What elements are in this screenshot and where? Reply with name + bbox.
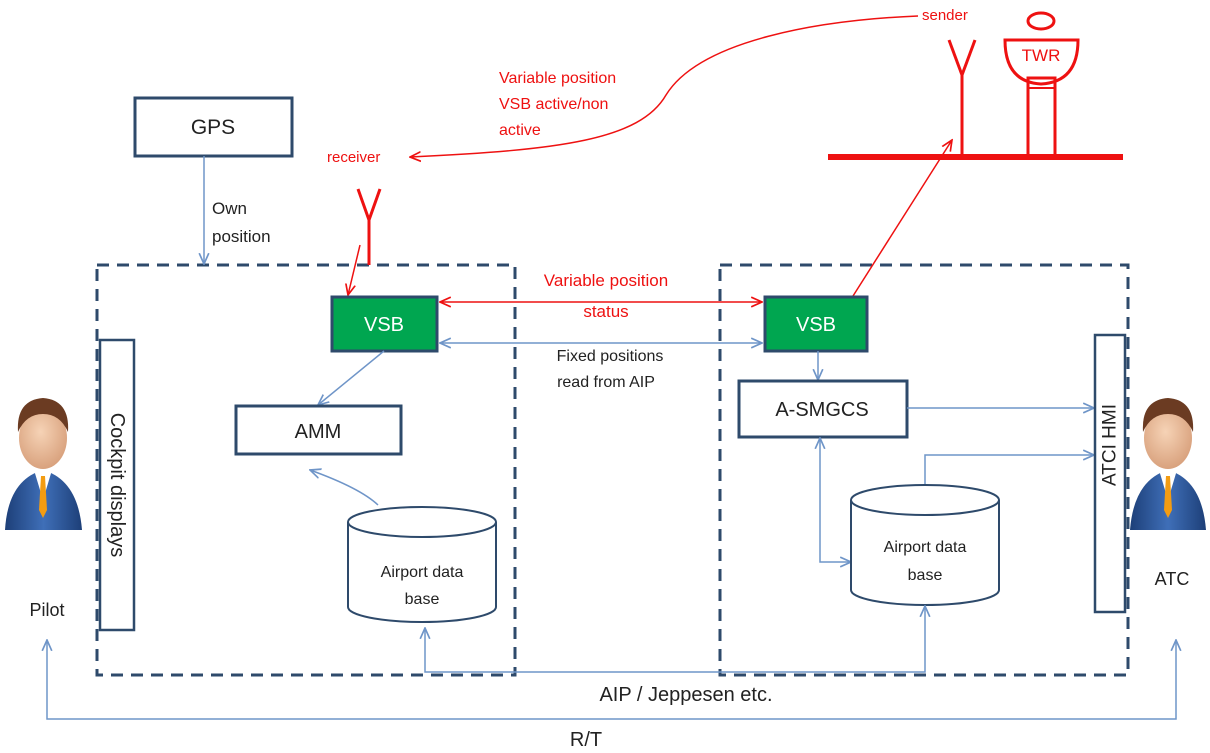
airport-db-right-top <box>850 484 1000 516</box>
atc-label: ATC <box>1155 569 1190 589</box>
airport-db-left-line2: base <box>405 591 440 608</box>
vsb-to-sender-arrow <box>852 140 952 297</box>
twr-label: TWR <box>1022 46 1061 65</box>
tower-cab <box>1003 38 1080 86</box>
sender-antenna-right <box>960 39 977 76</box>
atci-hmi-box <box>1093 333 1127 614</box>
sender-antenna-left <box>947 39 964 76</box>
vsb-ground-label: VSB <box>796 314 836 336</box>
rt-label: R/T <box>570 729 602 751</box>
tower-shaft <box>1026 76 1057 159</box>
aip-jeppesen-label: AIP / Jeppesen etc. <box>599 684 772 706</box>
db-right-to-atci-arrow <box>924 455 1094 484</box>
sender-label: sender <box>922 7 968 24</box>
receiver-antenna-left <box>356 188 371 221</box>
ground-system-boundary <box>718 263 1130 677</box>
vsb-aircraft-box <box>330 295 439 353</box>
pilot-person-icon <box>5 398 82 530</box>
broadcast-label-line1: Variable position <box>499 70 616 87</box>
fixed-positions-line1: Fixed positions <box>557 348 664 365</box>
asmgcs-box <box>737 379 909 439</box>
own-position-line2: position <box>212 227 271 246</box>
asmgcs-label: A-SMGCS <box>775 399 868 421</box>
atci-hmi-label: ATCI HMI <box>1100 404 1121 486</box>
airport-db-right-line1: Airport data <box>884 539 967 556</box>
tower-top <box>1026 11 1056 31</box>
cockpit-displays-label: Cockpit displays <box>106 413 128 558</box>
own-position-line1: Own <box>212 199 247 218</box>
gps-box <box>133 96 294 158</box>
airport-db-left-line1: Airport data <box>381 564 464 581</box>
amm-label: AMM <box>295 421 342 443</box>
variable-status-line1: Variable position <box>544 271 668 290</box>
aircraft-system-boundary <box>95 263 517 677</box>
airport-db-right-line2: base <box>908 567 943 584</box>
fixed-positions-line2: read from AIP <box>557 374 655 391</box>
receiver-to-vsb-arrow <box>348 244 361 295</box>
gps-label: GPS <box>191 116 235 139</box>
asmgcs-db-link <box>820 438 851 562</box>
receiver-antenna-right <box>367 188 382 221</box>
amm-box <box>234 404 403 456</box>
vsb-to-amm-arrow <box>318 350 385 405</box>
receiver-label: receiver <box>327 149 380 166</box>
broadcast-label-line3: active <box>499 122 541 139</box>
broadcast-label-line2: VSB active/non <box>499 96 608 113</box>
aip-jeppesen-link <box>425 606 925 673</box>
variable-status-line2: status <box>583 302 628 321</box>
db-left-to-amm-arrow <box>310 470 379 506</box>
atc-person-icon <box>1130 398 1206 530</box>
airport-db-left-top <box>347 506 497 538</box>
pilot-label: Pilot <box>29 600 64 620</box>
vsb-aircraft-label: VSB <box>364 314 404 336</box>
cockpit-displays-box <box>98 338 136 632</box>
vsb-ground-box <box>763 295 869 353</box>
broadcast-signal-arrow <box>410 15 919 157</box>
rt-link <box>47 640 1176 720</box>
